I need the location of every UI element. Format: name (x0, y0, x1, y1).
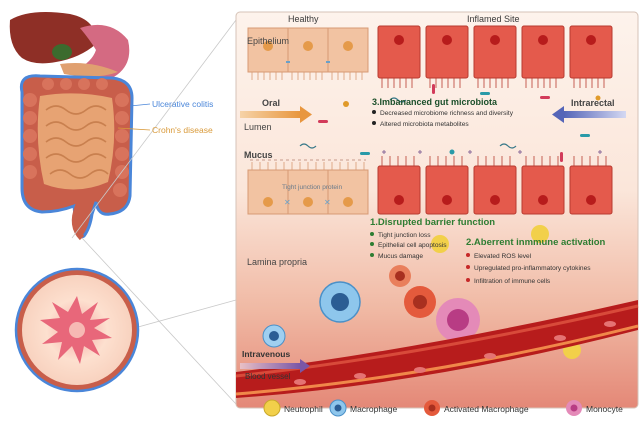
bullet-dot (372, 110, 376, 115)
bullet-dot (370, 252, 374, 257)
oral-label: Oral (262, 98, 281, 108)
blood-vessel (235, 300, 639, 398)
immune-title: 2.Aberrent inmmune activation (466, 237, 606, 248)
bullet-dot (466, 277, 470, 282)
iv-label: Intravenous (242, 349, 291, 359)
svg-text:✕: ✕ (324, 198, 331, 207)
barrier-item: Epithelial cell apoptosis (370, 242, 495, 250)
inflamed-epithelium-top (377, 25, 613, 88)
microbes (299, 84, 601, 162)
legend-activated-macrophage: Activated Macrophage (444, 404, 529, 414)
bullet-dot (372, 120, 376, 125)
healthy-epithelium-bottom: ✕✕ (247, 162, 369, 215)
microbiota-title: 3.Imbananced gut microbiota (372, 97, 498, 107)
immune-cells (262, 225, 581, 359)
lumen-label: Lumen (244, 122, 272, 132)
rectal-arrowhead (552, 106, 564, 123)
immune-item: Elevated ROS level (466, 252, 605, 261)
immune-item: Upregulated pro-inflammatory cytokines (466, 265, 605, 273)
microbiota-item: Altered microbiota metabolites (372, 120, 513, 129)
bullet-dot (466, 252, 470, 257)
microbiota-item: Decreased microbiome richness and divers… (372, 110, 513, 118)
legend-macrophage: Macrophage (350, 404, 398, 414)
svg-text:✕: ✕ (284, 198, 291, 207)
colon-cross-section (14, 267, 140, 393)
cd-label: Crohn's disease (152, 125, 213, 135)
oral-arrow-bar (240, 111, 300, 118)
mucus-label: Mucus (244, 150, 273, 160)
microbiota-block: 3.Imbananced gut microbiota Decreased mi… (372, 98, 513, 128)
lamina-label: Lamina propria (247, 257, 308, 267)
oral-arrowhead (300, 106, 312, 123)
legend-icons (263, 399, 582, 417)
immune-block: 2.Aberrent inmmune activation Elevated R… (466, 238, 605, 285)
bullet-dot (370, 231, 374, 236)
rectal-arrow-bar (564, 111, 626, 118)
bullet-dot (466, 265, 470, 270)
epithelium-label: Epithelium (247, 36, 290, 46)
mucus-layer (250, 150, 602, 161)
barrier-block: 1.Disrupted barrier function Tight junct… (370, 218, 495, 260)
iv-arrowhead (300, 359, 310, 373)
uc-label: Ulcerative colitis (152, 99, 214, 109)
rectal-label: Intrarectal (571, 98, 615, 108)
healthy-epithelium-top (247, 27, 369, 80)
tight-junction-label: Tight junction protein (282, 184, 343, 191)
immune-item: Infiltration of immune cells (466, 277, 605, 286)
barrier-item: Mucus damage (370, 252, 495, 261)
barrier-title: 1.Disrupted barrier function (370, 217, 496, 228)
inflamed-epithelium-bottom (377, 156, 613, 215)
healthy-header: Healthy (288, 14, 319, 24)
blood-vessel-label: Blood vessel (245, 372, 291, 381)
legend-neutrophil: Neutrophil (284, 404, 323, 414)
bullet-dot (370, 242, 374, 247)
legend-monocyte: Monocyte (586, 404, 623, 414)
digestive-tract (9, 12, 134, 241)
inflamed-header: Inflamed Site (467, 14, 520, 24)
barrier-item: Tight junction loss (370, 231, 495, 240)
iv-arrow-bar (240, 363, 300, 369)
